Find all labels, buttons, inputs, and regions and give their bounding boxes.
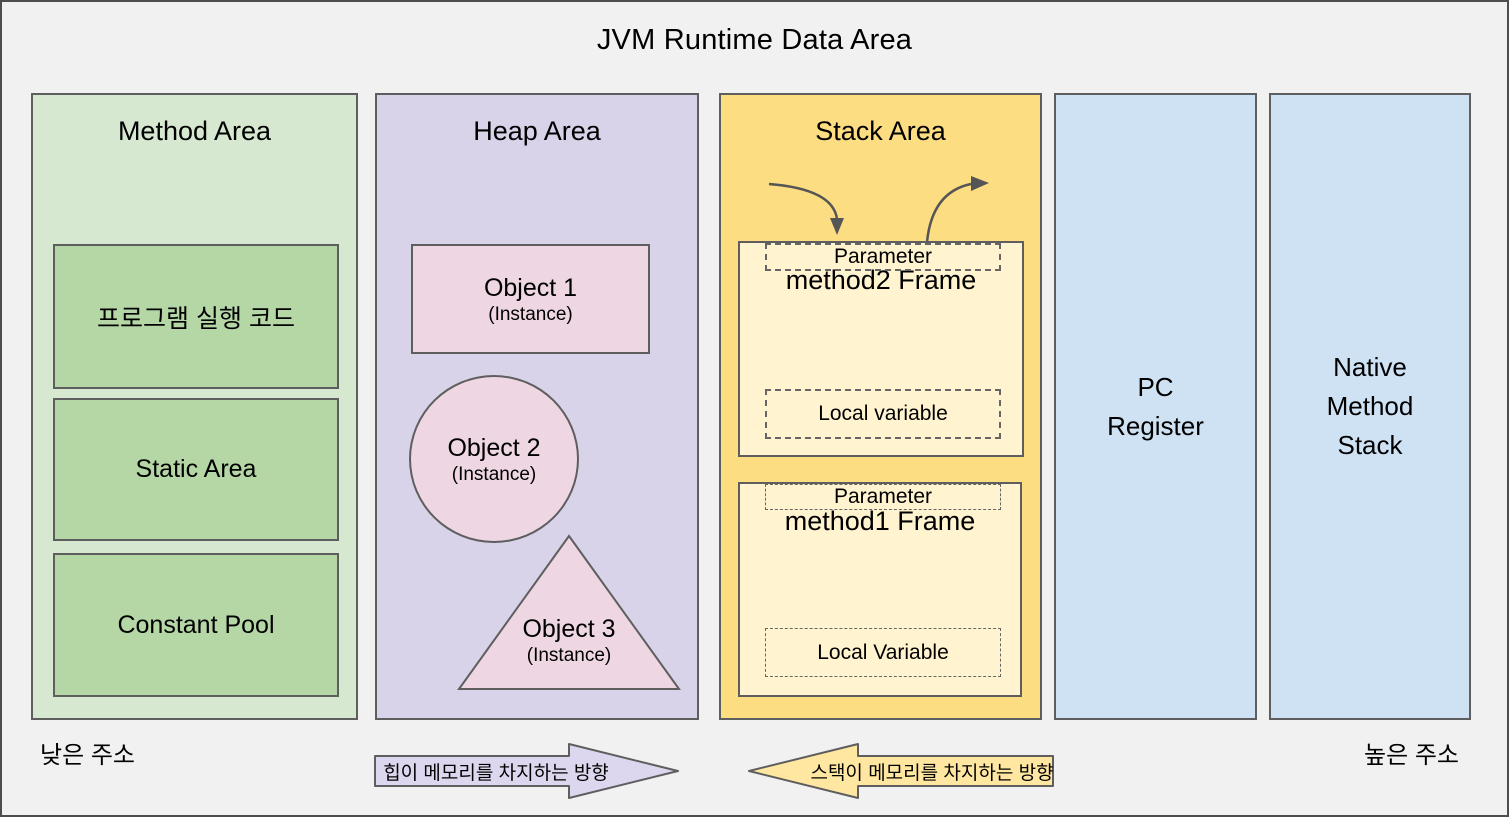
heap-object-2-sublabel: (Instance) — [451, 463, 537, 485]
heap-direction-arrow: 힙이 메모리를 차지하는 방향 — [374, 742, 680, 800]
push-arrow-head-icon — [830, 218, 844, 235]
push-arrow-curve — [768, 182, 839, 220]
stack-direction-text: 스택이 메모리를 차지하는 방향 — [810, 762, 1054, 784]
method1-frame-title: method1 Frame — [784, 506, 976, 536]
heap-object-2-label: Object 2 — [447, 433, 541, 462]
native-method-stack-column: Native Method Stack — [1269, 93, 1471, 720]
left-arrow-icon — [748, 743, 1054, 799]
stack-area-column: Stack Area method2 Frame Local variable … — [719, 93, 1042, 720]
method-area-title: Method Area — [117, 116, 272, 146]
heap-object-3: Object 3 (Instance) — [469, 614, 669, 667]
heap-direction-text: 힙이 메모리를 차지하는 방향 — [383, 762, 609, 784]
program-code-box: 프로그램 실행 코드 — [53, 244, 339, 389]
diagram-title: JVM Runtime Data Area — [596, 24, 913, 56]
pc-register-label: PC Register — [1056, 95, 1255, 718]
heap-area-column: Heap Area Object 1 (Instance) Object 2 (… — [375, 93, 699, 720]
native-line1: Native — [1333, 352, 1407, 382]
heap-object-1: Object 1 (Instance) — [411, 244, 650, 354]
pop-arrow-head-icon — [971, 176, 989, 191]
program-code-label: 프로그램 실행 코드 — [97, 304, 295, 333]
pop-arrow-curve — [925, 182, 972, 243]
heap-area-title: Heap Area — [473, 116, 601, 146]
stack-area-title: Stack Area — [815, 116, 946, 146]
heap-object-2: Object 2 (Instance) — [409, 375, 579, 543]
method2-parameter-slot: Parameter — [765, 243, 1001, 271]
heap-object-3-sublabel: (Instance) — [526, 645, 612, 666]
heap-object-1-label: Object 1 — [483, 273, 578, 302]
right-arrow-icon — [374, 743, 679, 799]
method2-frame: method2 Frame Local variable Parameter — [738, 241, 1024, 457]
high-address-label: 높은 주소 — [1364, 742, 1459, 769]
heap-object-3-triangle-shape — [457, 534, 681, 690]
stack-direction-arrow: 스택이 메모리를 차지하는 방향 — [748, 742, 1054, 800]
low-address-label: 낮은 주소 — [40, 742, 135, 769]
static-area-box: Static Area — [53, 398, 339, 541]
method-area-column: Method Area 프로그램 실행 코드 Static Area Const… — [31, 93, 358, 720]
method1-parameter-slot: Parameter — [765, 484, 1001, 510]
pc-register-line1: PC — [1137, 371, 1174, 402]
method2-local-variable-slot: Local variable — [765, 389, 1001, 439]
static-area-label: Static Area — [135, 455, 257, 483]
constant-pool-label: Constant Pool — [117, 610, 275, 639]
pc-register-column: PC Register — [1054, 93, 1257, 720]
heap-object-3-label: Object 3 — [522, 615, 616, 643]
method1-frame: method1 Frame Local Variable Parameter — [738, 482, 1022, 697]
constant-pool-box: Constant Pool — [53, 553, 339, 697]
method1-local-variable-slot: Local Variable — [765, 628, 1001, 677]
heap-object-1-sublabel: (Instance) — [488, 303, 573, 325]
pc-register-line2: Register — [1107, 410, 1204, 441]
stack-push-pop-arrows — [768, 176, 989, 243]
native-line2: Method — [1326, 391, 1414, 421]
native-line3: Stack — [1337, 430, 1403, 460]
native-method-stack-label: Native Method Stack — [1271, 95, 1469, 718]
